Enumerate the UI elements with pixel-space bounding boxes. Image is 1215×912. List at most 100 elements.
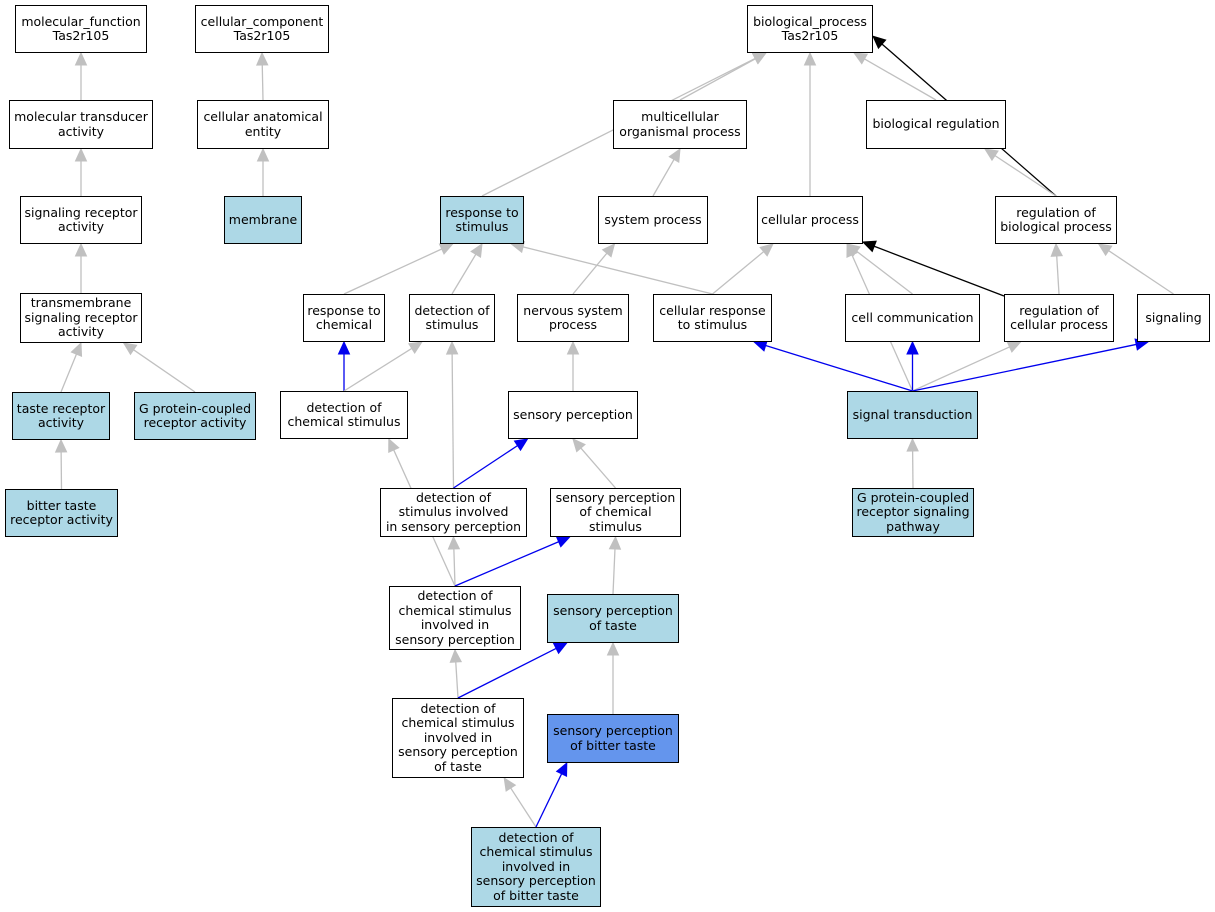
node-signal-transduction: signal transduction (847, 391, 978, 439)
node-nervous-system-process: nervous system process (517, 294, 629, 342)
edge-is_a (451, 253, 477, 295)
node-cellular-component: cellular_component Tas2r105 (195, 5, 329, 53)
node-regulation-of-cellular-process: regulation of cellular process (1004, 294, 1114, 342)
arrowhead-regulates (861, 240, 877, 253)
arrowhead-part_of (513, 438, 529, 452)
arrowhead-part_of (906, 340, 919, 355)
arrowhead-is_a (74, 147, 88, 162)
arrowhead-is_a (601, 243, 616, 258)
arrowhead-is_a (1006, 341, 1022, 353)
arrowhead-is_a (470, 242, 483, 258)
node-g-protein-coupled-receptor-signaling-pathway: G protein-coupled receptor signaling pat… (852, 488, 974, 537)
edge-is_a (612, 548, 616, 595)
edge-is_a (455, 661, 459, 699)
node-bitter-taste-receptor-activity: bitter taste receptor activity (5, 489, 118, 537)
arrowhead-part_of (337, 340, 351, 355)
edge-is_a (572, 252, 608, 295)
node-sensory-perception-of-taste: sensory perception of taste (547, 594, 679, 643)
node-detection-of-stimulus-involved-in-sensory-perception: detection of stimulus involved in sensor… (380, 488, 527, 537)
edge-is_a (261, 64, 264, 101)
edge-is_a (856, 250, 913, 295)
node-sensory-perception-of-bitter-taste: sensory perception of bitter taste (547, 714, 679, 763)
node-molecular-function: molecular_function Tas2r105 (15, 5, 147, 53)
node-multicellular-organismal-process: multicellular organismal process (613, 100, 747, 149)
edge-part_of (454, 541, 559, 587)
edge-is_a (60, 353, 78, 393)
edge-is_a (864, 58, 937, 101)
arrowhead-is_a (449, 648, 463, 663)
edge-is_a (133, 349, 196, 393)
arrowhead-part_of (555, 536, 571, 548)
edge-regulates (873, 245, 1005, 297)
arrowhead-is_a (74, 242, 88, 257)
arrowhead-is_a (503, 776, 517, 792)
node-detection-of-chemical-stimulus-involved-in-sensory-perception: detection of chemical stimulus involved … (389, 586, 521, 650)
node-g-protein-coupled-receptor-activity: G protein-coupled receptor activity (134, 392, 256, 440)
edge-is_a (580, 447, 616, 489)
node-system-process: system process (598, 196, 708, 244)
edge-part_of (457, 647, 557, 699)
arrowhead-is_a (70, 341, 83, 357)
edge-is_a (712, 251, 765, 295)
arrowhead-is_a (447, 535, 461, 550)
arrowhead-is_a (74, 51, 88, 66)
node-response-to-stimulus: response to stimulus (440, 196, 524, 244)
edge-is_a (652, 159, 675, 197)
node-cellular-process: cellular process (757, 196, 863, 244)
node-taste-receptor-activity: taste receptor activity (12, 392, 110, 440)
arrowhead-is_a (438, 243, 454, 255)
edge-is_a (451, 353, 455, 489)
arrowhead-is_a (983, 148, 999, 162)
arrowhead-is_a (668, 147, 681, 163)
arrowhead-is_a (846, 242, 858, 258)
edge-part_of (453, 445, 518, 489)
node-molecular-transducer-activity: molecular transducer activity (9, 100, 153, 149)
node-transmembrane-signaling-receptor-activity: transmembrane signaling receptor activit… (20, 293, 142, 343)
arrowhead-is_a (54, 438, 68, 453)
node-signaling: signaling (1137, 294, 1210, 342)
node-regulation-of-biological-process: regulation of biological process (995, 196, 1117, 244)
arrowhead-part_of (552, 642, 568, 655)
arrowhead-is_a (1097, 243, 1113, 257)
arrowhead-is_a (122, 342, 138, 356)
arrowhead-is_a (608, 535, 622, 550)
node-detection-of-chemical-stimulus: detection of chemical stimulus (280, 391, 408, 439)
arrowhead-is_a (853, 52, 869, 65)
node-detection-of-stimulus: detection of stimulus (409, 294, 495, 342)
arrowhead-is_a (572, 438, 586, 453)
arrowhead-is_a (606, 641, 620, 656)
node-biological-regulation: biological regulation (866, 100, 1006, 149)
node-biological-process: biological_process Tas2r105 (747, 5, 873, 53)
edge-is_a (343, 248, 442, 295)
edge-part_of (535, 773, 563, 828)
arrowhead-is_a (803, 51, 817, 66)
arrowhead-is_a (388, 437, 400, 453)
node-detection-of-chemical-stimulus-involved-in-sensory-perception-of-bitter-taste: detection of chemical stimulus involved … (471, 827, 601, 907)
node-membrane: membrane (224, 196, 302, 244)
arrowhead-is_a (906, 437, 919, 452)
arrowhead-is_a (255, 51, 269, 66)
arrowhead-is_a (759, 243, 774, 257)
node-cellular-response-to-stimulus: cellular response to stimulus (653, 294, 772, 342)
node-response-to-chemical: response to chemical (303, 294, 385, 342)
node-signaling-receptor-activity: signaling receptor activity (20, 196, 142, 244)
arrowhead-is_a (1050, 242, 1064, 257)
node-cellular-anatomical-entity: cellular anatomical entity (197, 100, 329, 149)
edge-is_a (912, 346, 1010, 392)
edge-part_of (765, 344, 913, 392)
edge-is_a (453, 548, 456, 587)
edge-is_a (994, 155, 1057, 197)
edge-is_a (510, 787, 537, 828)
edge-is_a (522, 246, 713, 295)
node-sensory-perception-of-chemical-stimulus: sensory perception of chemical stimulus (550, 488, 681, 537)
edge-part_of (912, 343, 1137, 392)
arrowhead-is_a (751, 52, 767, 65)
edge-is_a (343, 347, 413, 392)
node-detection-of-chemical-stimulus-involved-in-sensory-perception-of-taste: detection of chemical stimulus involved … (392, 698, 524, 778)
edge-is_a (1056, 255, 1060, 295)
edge-is_a (1108, 250, 1174, 295)
node-cell-communication: cell communication (845, 294, 980, 342)
arrowhead-part_of (555, 761, 568, 777)
